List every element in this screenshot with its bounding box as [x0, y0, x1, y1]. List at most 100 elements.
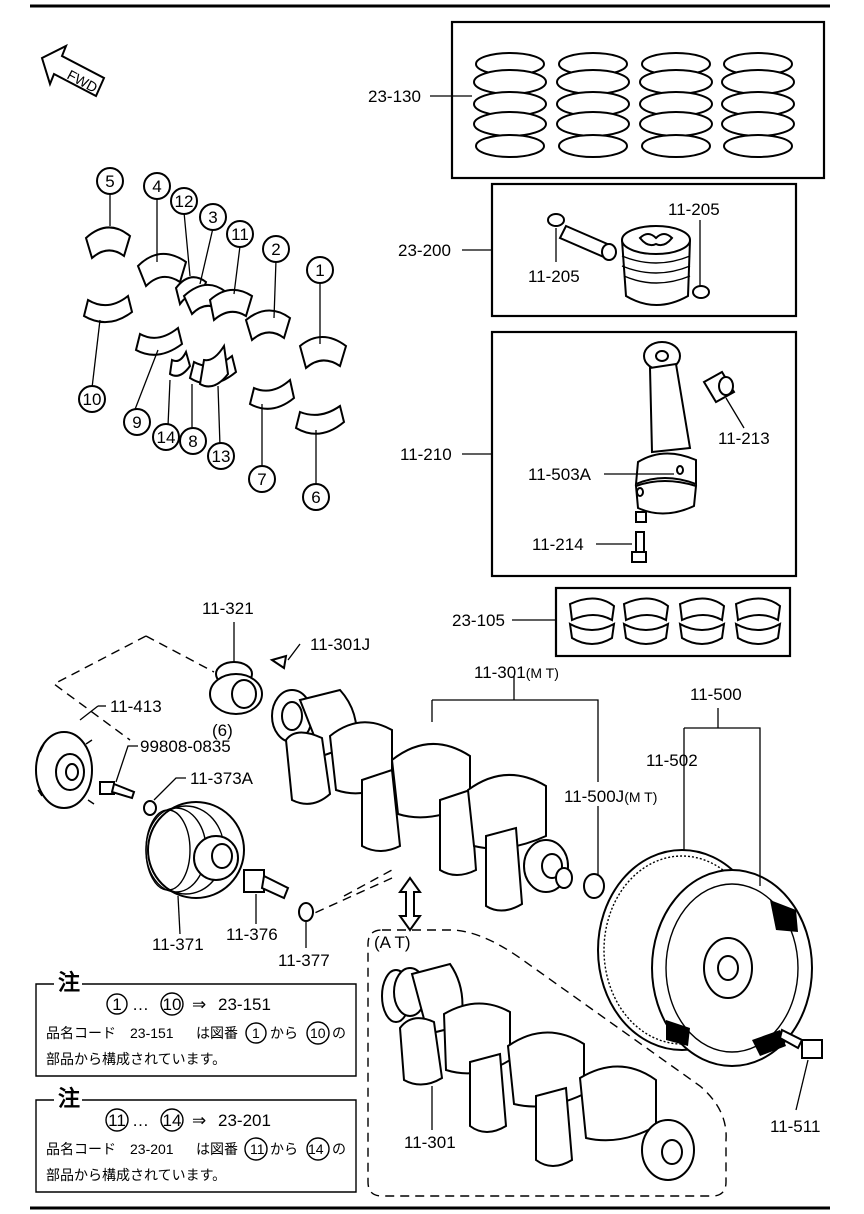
- note-2-title: 注: [58, 1086, 80, 1111]
- conrod-icon: [631, 341, 736, 563]
- svg-text:6: 6: [311, 488, 320, 507]
- label-11-301-at: 11-301: [404, 1133, 456, 1152]
- pulley-bolt-icon: [99, 781, 136, 800]
- svg-text:4: 4: [152, 177, 161, 196]
- svg-text:5: 5: [105, 172, 114, 191]
- note-2-line2-from: 11: [250, 1141, 265, 1157]
- note-2-line2: 品名コード 23-201 は図番 11 から 14 の: [46, 1141, 346, 1157]
- at-variant-outline: [367, 929, 727, 1197]
- svg-text:3: 3: [208, 208, 217, 227]
- note-2-line2-kara: から: [270, 1141, 298, 1157]
- note-2: 注 11 … 14 ⇒ 23-201 品名コード 23-201 は図番 11 か…: [35, 1086, 357, 1193]
- bearing-callout-11: 11: [226, 220, 254, 248]
- note-1-line2-prefix: 品名コード: [46, 1025, 116, 1041]
- bearing-callout-4: 4: [143, 172, 171, 200]
- label-11-511: 11-511: [770, 1117, 820, 1136]
- bearing-callout-3: 3: [199, 203, 227, 231]
- svg-text:1: 1: [315, 261, 324, 280]
- note-2-arrow: ⇒: [192, 1111, 206, 1130]
- svg-text:14: 14: [157, 428, 176, 447]
- note-1-arrow: ⇒: [192, 995, 206, 1014]
- note-1-from: 1: [112, 995, 121, 1014]
- bearing-callout-8: 8: [179, 427, 207, 455]
- bearing-callout-9: 9: [123, 408, 151, 436]
- label-11-301-mt-code: 11-301: [474, 663, 526, 682]
- pulley-lock-bolt-icon: [243, 869, 290, 900]
- label-11-502: 11-502: [646, 751, 698, 770]
- label-11-377: 11-377: [278, 951, 330, 970]
- note-2-dots: …: [132, 1111, 149, 1130]
- label-23-105: 23-105: [452, 611, 505, 630]
- note-2-line2-code: 23-201: [130, 1141, 174, 1157]
- bearing-callout-14: 14: [152, 423, 180, 451]
- crank-pulley-icon: [145, 801, 245, 899]
- label-11-210: 11-210: [400, 445, 452, 464]
- bearing-callout-12: 12: [170, 187, 198, 215]
- conrod-bearings-box: [554, 586, 792, 658]
- note-1: 注 1 … 10 ⇒ 23-151 品名コード 23-151 は図番 1 から …: [35, 970, 357, 1077]
- label-11-503a: 11-503A: [528, 465, 592, 484]
- note-2-line3: 部品から構成されています。: [46, 1167, 226, 1183]
- note-2-line2-no: の: [332, 1141, 346, 1157]
- crankshaft-mt-icon: [271, 688, 573, 912]
- svg-text:9: 9: [132, 413, 141, 432]
- bearing-callout-13: 13: [207, 442, 235, 470]
- label-11-500: 11-500: [690, 685, 742, 704]
- label-11-214: 11-214: [532, 535, 584, 554]
- label-qty-6: (6): [212, 721, 233, 740]
- note-2-line2-mid: は図番: [196, 1141, 238, 1157]
- label-11-213: 11-213: [718, 429, 770, 448]
- bearing-callout-6: 6: [302, 483, 330, 511]
- flywheel-icon: [597, 849, 813, 1067]
- label-23-200: 23-200: [398, 241, 451, 260]
- svg-text:2: 2: [271, 240, 280, 259]
- label-11-373a: 11-373A: [190, 769, 254, 788]
- crank-sprocket-icon: [209, 661, 263, 715]
- bearing-callout-10: 10: [78, 385, 106, 413]
- note-1-dots: …: [132, 995, 149, 1014]
- bearing-callout-1: 1: [306, 256, 334, 284]
- label-11-205-b: 11-205: [528, 267, 580, 286]
- label-11-500j-suffix: (M T): [624, 789, 657, 805]
- note-2-line2-prefix: 品名コード: [46, 1141, 116, 1157]
- crankshaft-at-icon: [381, 962, 695, 1181]
- fwd-arrow-icon: FWD: [40, 43, 106, 98]
- label-11-301j: 11-301J: [310, 635, 370, 654]
- pulley-washer-icon: [298, 902, 314, 922]
- note-1-line2: 品名コード 23-151 は図番 1 から 10 の: [46, 1025, 346, 1041]
- label-11-500j: 11-500J(M T): [564, 787, 657, 806]
- note-1-line2-from: 1: [252, 1025, 260, 1041]
- label-11-500j-code: 11-500J: [564, 787, 624, 806]
- swap-arrow-icon: [398, 876, 422, 932]
- note-2-from: 11: [108, 1111, 126, 1130]
- label-11-321: 11-321: [202, 599, 254, 618]
- svg-text:10: 10: [83, 390, 102, 409]
- crank-key-icon: [269, 654, 288, 670]
- svg-text:12: 12: [175, 192, 194, 211]
- note-1-line2-to: 10: [310, 1025, 326, 1041]
- svg-text:11: 11: [231, 225, 249, 244]
- note-2-code: 23-201: [218, 1111, 271, 1130]
- label-11-205-a: 11-205: [668, 200, 720, 219]
- label-23-130: 23-130: [368, 87, 421, 106]
- washer-icon: [143, 800, 157, 816]
- sensor-plate-icon: [35, 731, 95, 809]
- note-1-title: 注: [58, 970, 80, 995]
- main-bearings-icon: [82, 226, 348, 435]
- note-1-line3: 部品から構成されています。: [46, 1051, 226, 1067]
- piston-rings-icon: [473, 52, 795, 158]
- note-1-code: 23-151: [218, 995, 271, 1014]
- label-11-301-mt: 11-301(M T): [474, 663, 559, 682]
- note-1-line2-no: の: [332, 1025, 346, 1041]
- note-1-line2-mid: は図番: [196, 1025, 238, 1041]
- piston-icon: [547, 213, 710, 306]
- note-2-to: 14: [163, 1111, 182, 1130]
- svg-text:8: 8: [188, 432, 197, 451]
- bearing-callout-2: 2: [262, 235, 290, 263]
- svg-text:7: 7: [257, 470, 266, 489]
- note-2-line2-to: 14: [308, 1141, 324, 1157]
- piston-rings-box: [450, 20, 826, 180]
- label-11-376: 11-376: [226, 925, 278, 944]
- conrod-bearings-icon: [568, 597, 781, 645]
